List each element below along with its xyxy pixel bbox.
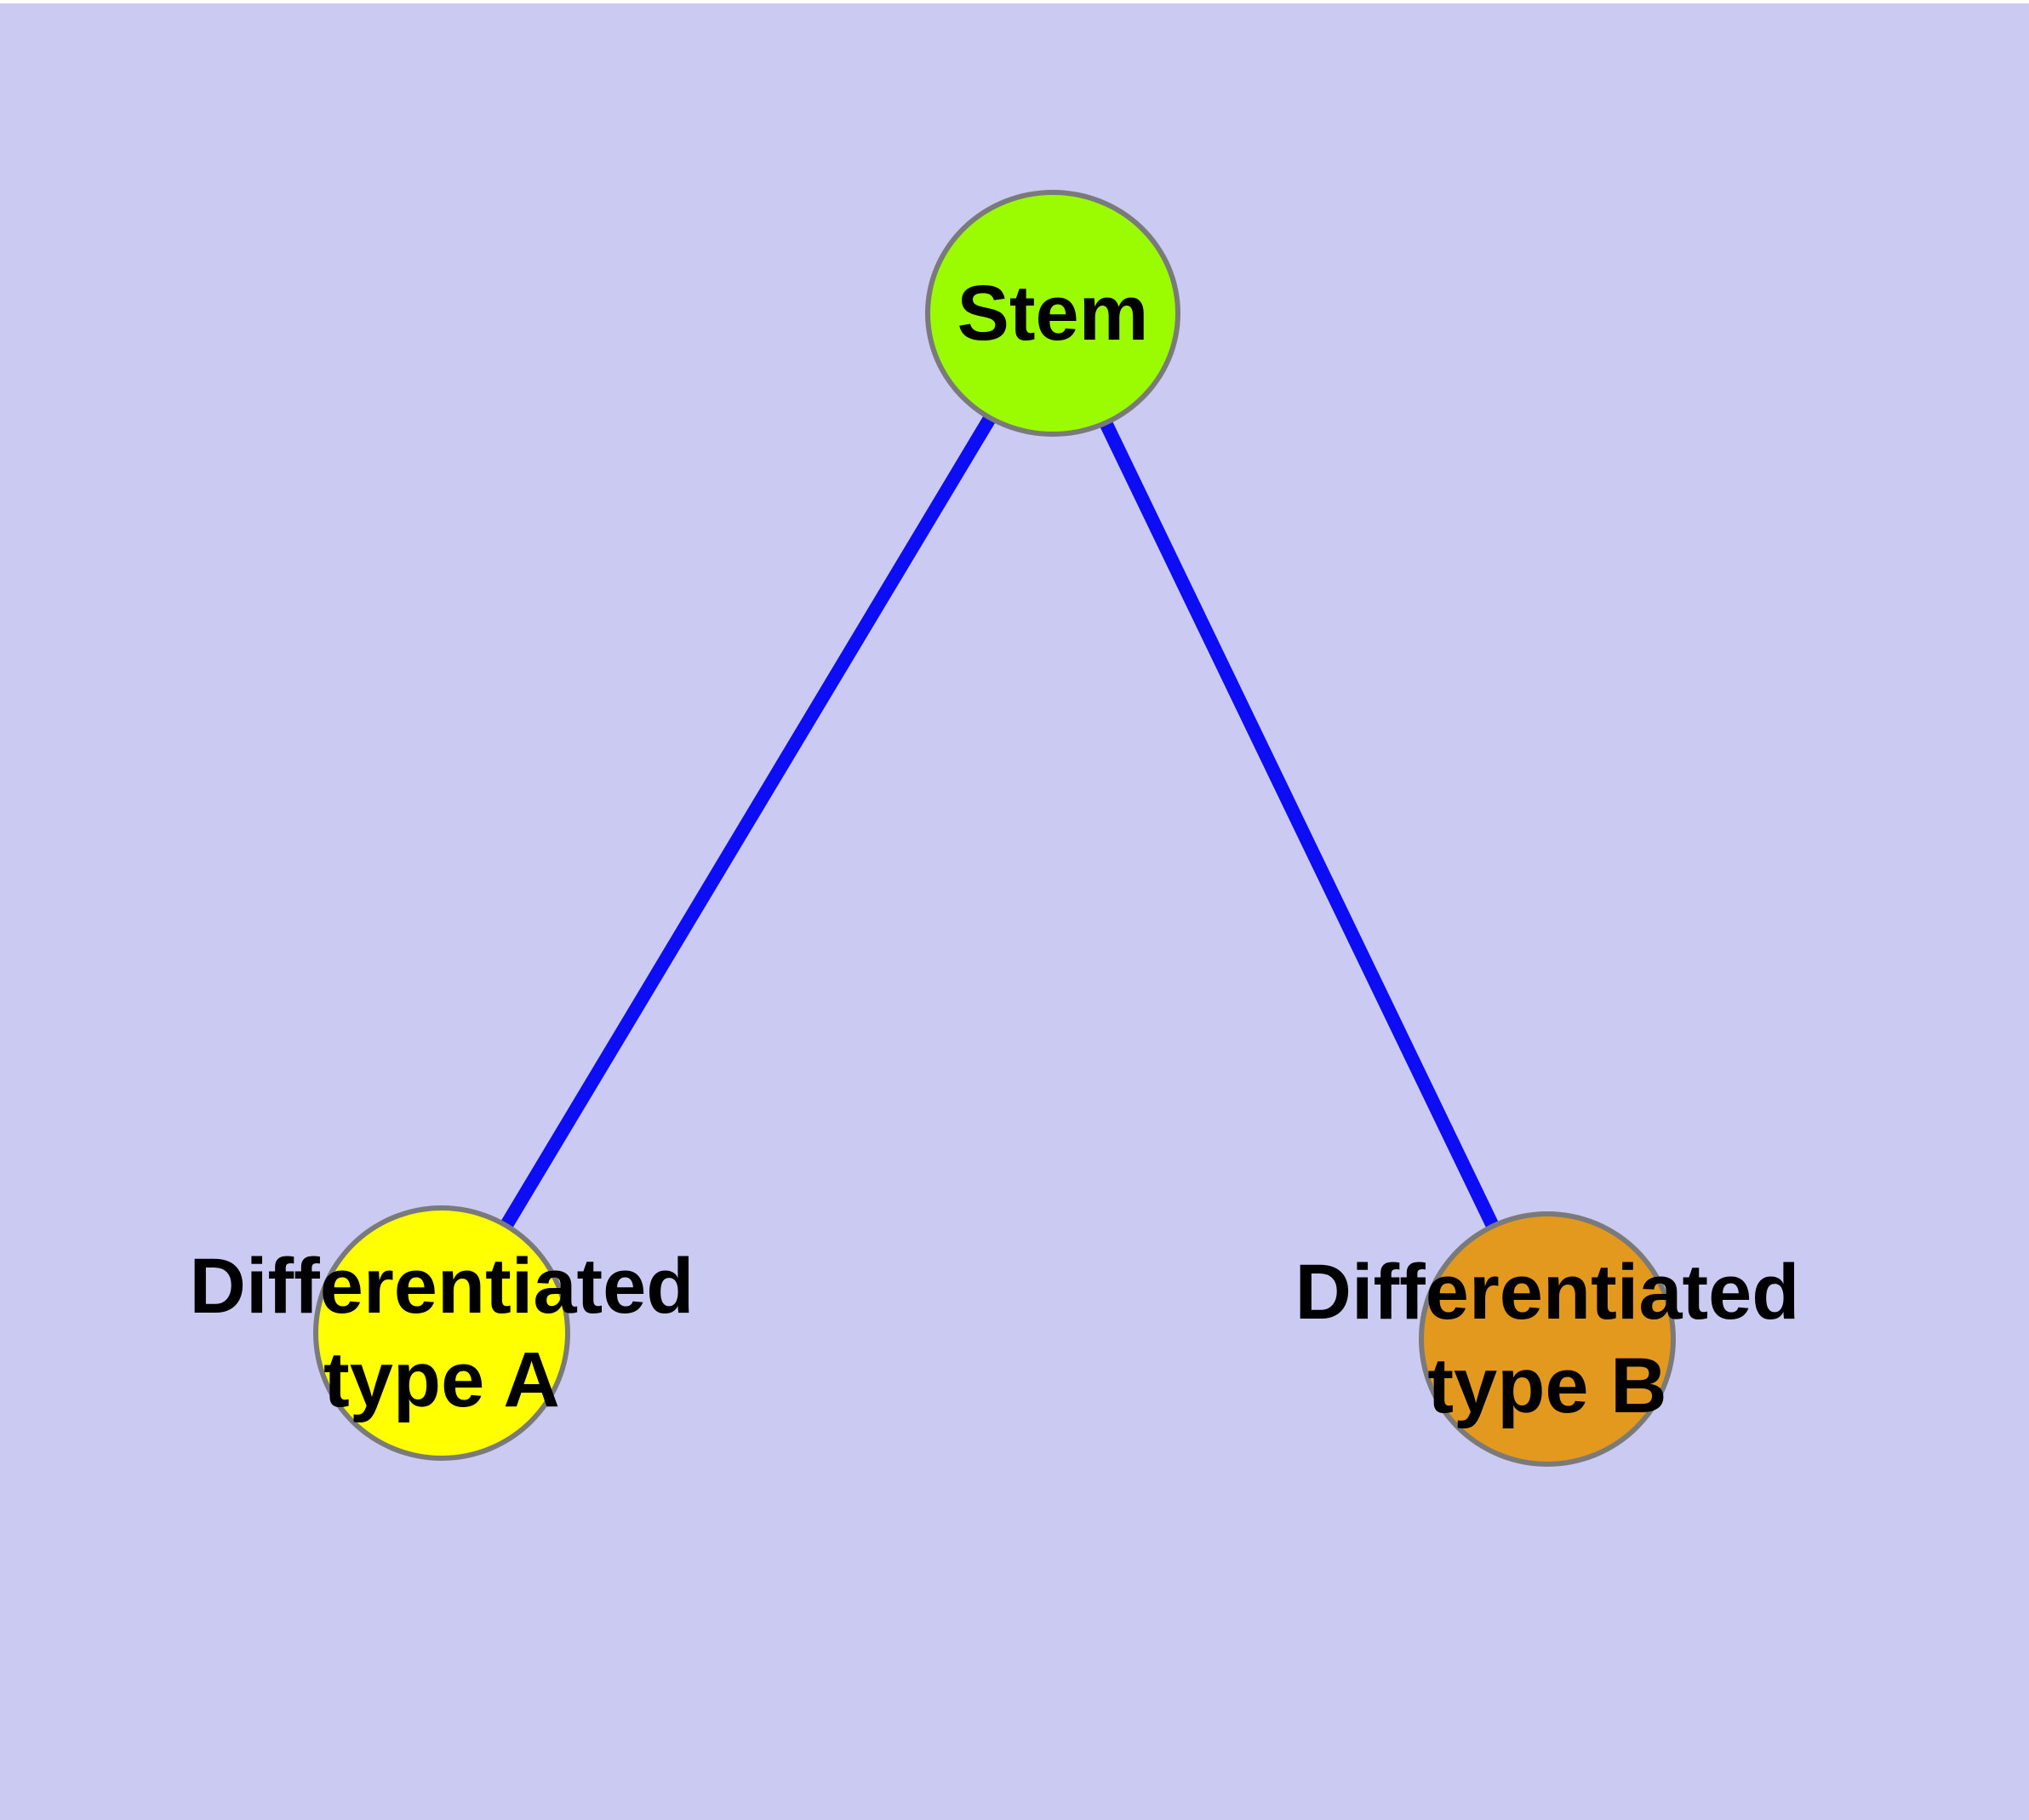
- node-stem-label: Stem: [957, 266, 1149, 360]
- edge-stem-to-typeA: [436, 309, 1059, 1337]
- node-label-line: type B: [1427, 1342, 1667, 1429]
- node-differentiated-type-a-label: Differentiated type A: [190, 1239, 694, 1427]
- node-label-line: type A: [323, 1336, 560, 1423]
- node-differentiated-type-a-circle: [313, 1205, 570, 1461]
- node-label-line: Differentiated: [1295, 1249, 1800, 1336]
- node-differentiated-type-b-label: Differentiated type B: [1295, 1245, 1800, 1433]
- node-stem-circle: [925, 190, 1180, 437]
- node-label-line: Differentiated: [189, 1243, 694, 1330]
- top-edge-strip: [0, 0, 2029, 3]
- node-label-line: Stem: [957, 270, 1149, 357]
- edge-stem-to-typeB: [1046, 310, 1554, 1342]
- node-differentiated-type-b-circle: [1419, 1211, 1676, 1467]
